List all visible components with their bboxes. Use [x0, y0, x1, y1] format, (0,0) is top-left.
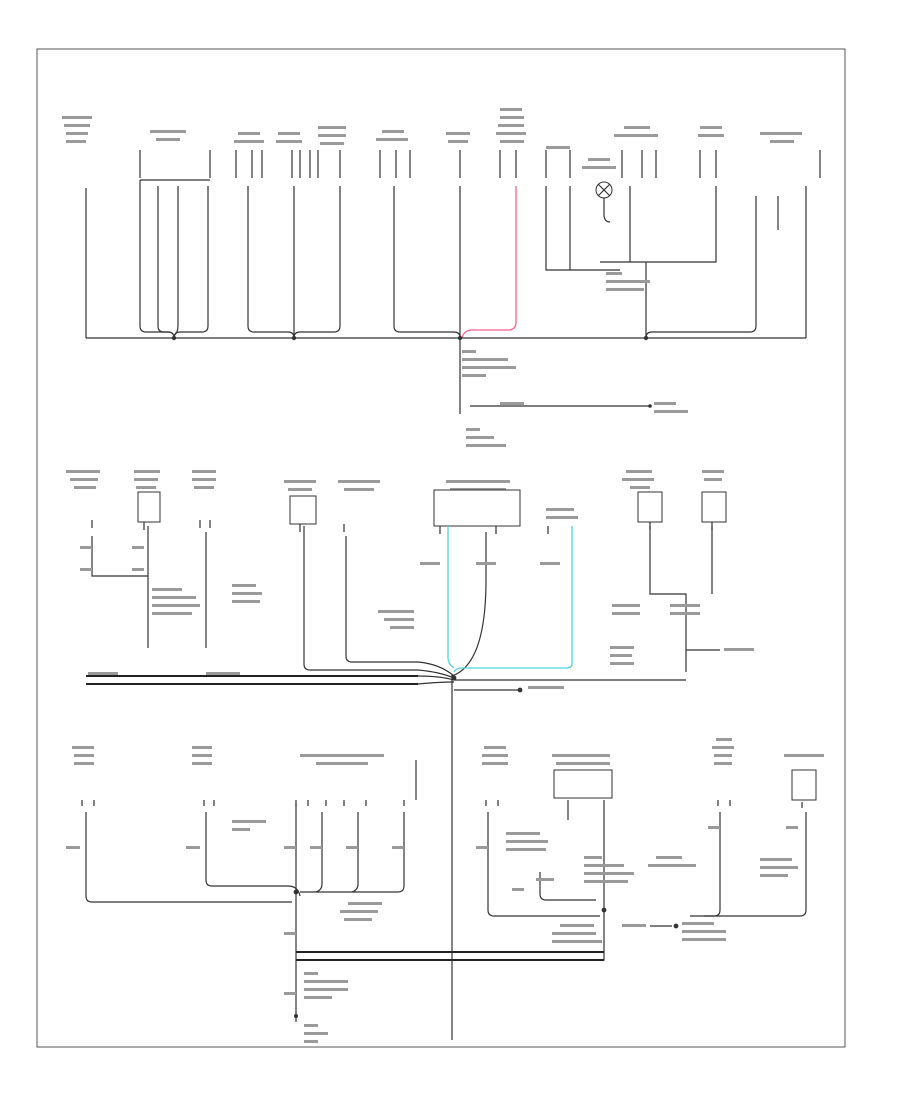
bottom-ground-wires — [85, 760, 807, 1014]
middle-component-labels — [66, 470, 724, 519]
final-ground-point — [294, 1014, 298, 1022]
bottom-component-labels — [72, 738, 824, 765]
component-box — [137, 491, 161, 523]
top-pink-ground-wire — [461, 186, 517, 339]
top-ground-wires — [85, 179, 807, 339]
bottom-connector-stubs — [81, 800, 803, 808]
top-connector-stubs — [139, 150, 821, 178]
middle-harness-bundles — [86, 675, 418, 685]
diagram-frame — [36, 48, 846, 1048]
top-component-labels — [62, 108, 802, 169]
bottom-component-boxes — [553, 769, 817, 801]
middle-splice-dot — [451, 675, 457, 681]
component-box — [637, 491, 663, 523]
bottom-ground-section — [66, 738, 824, 1043]
component-box — [553, 769, 613, 799]
top-ground-section — [62, 108, 821, 447]
bottom-wire-notes — [66, 820, 798, 1043]
middle-connector-stubs — [91, 520, 713, 534]
bottom-harness-bundles — [296, 951, 604, 961]
middle-cyan-ground-wires — [447, 526, 573, 673]
middle-ground-section — [66, 470, 754, 1040]
lamp-symbol — [595, 181, 613, 199]
component-box — [433, 489, 521, 527]
middle-wire-notes — [80, 546, 754, 689]
component-box — [289, 495, 317, 525]
middle-component-boxes — [137, 489, 727, 527]
middle-ground-wires — [91, 526, 720, 1040]
component-box — [791, 769, 817, 801]
bottom-splice-dots — [293, 889, 607, 913]
component-box — [701, 491, 727, 523]
top-ground-notes — [462, 272, 688, 447]
